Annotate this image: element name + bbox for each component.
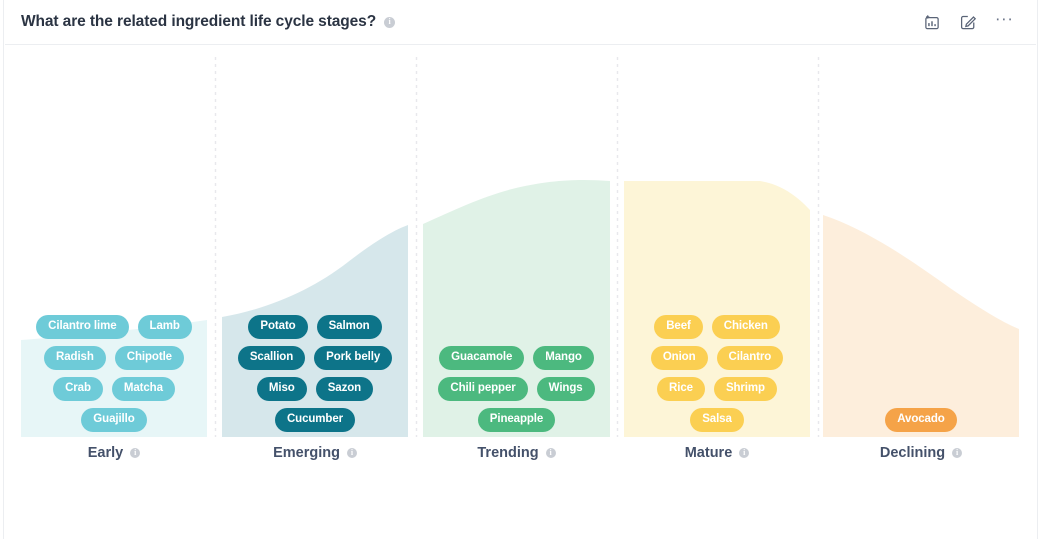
add-chart-icon[interactable]: [923, 13, 941, 31]
stage-label-mature[interactable]: Mature: [624, 445, 810, 461]
pill-crab[interactable]: Crab: [53, 377, 103, 401]
stage-column-declining: Avocado: [823, 45, 1019, 437]
pill-scallion[interactable]: Scallion: [237, 346, 306, 370]
pill-mango[interactable]: Mango: [533, 346, 594, 370]
pill-guacamole[interactable]: Guacamole: [439, 346, 525, 370]
lifecycle-area-svg: [21, 57, 1019, 438]
stage-label-declining[interactable]: Declining: [823, 445, 1019, 461]
stage-label-text: Mature: [684, 445, 733, 461]
area-declining: [823, 215, 1019, 437]
pill-salmon[interactable]: Salmon: [316, 315, 382, 339]
pill-lamb[interactable]: Lamb: [137, 315, 192, 339]
lifecycle-chart: Cilantro lime Lamb Radish Chipotle Crab …: [0, 45, 1046, 539]
pill-chicken[interactable]: Chicken: [711, 315, 780, 339]
stage-columns: Cilantro lime Lamb Radish Chipotle Crab …: [0, 45, 1046, 539]
pill-row: Onion Cilantro: [650, 346, 784, 370]
stage-column-trending: Guacamole Mango Chili pepper Wings Pinea…: [423, 45, 610, 437]
title-group: What are the related ingredient life cyc…: [21, 13, 923, 31]
pill-row: Chili pepper Wings: [438, 377, 595, 401]
pill-rice[interactable]: Rice: [657, 377, 705, 401]
pill-group-early: Cilantro lime Lamb Radish Chipotle Crab …: [36, 315, 192, 437]
stage-label-text: Emerging: [273, 445, 340, 461]
stage-column-early: Cilantro lime Lamb Radish Chipotle Crab …: [21, 45, 207, 437]
page-title: What are the related ingredient life cyc…: [21, 13, 377, 30]
stage-column-mature: Beef Chicken Onion Cilantro Rice Shrimp …: [624, 45, 810, 437]
area-trending: [423, 179, 610, 438]
page-right-edge: [1037, 0, 1046, 539]
stage-info-icon[interactable]: [130, 448, 141, 458]
pill-group-emerging: Potato Salmon Scallion Pork belly Miso S…: [237, 315, 393, 437]
pill-row: Cilantro lime Lamb: [36, 315, 192, 339]
pill-cucumber[interactable]: Cucumber: [274, 408, 356, 432]
pill-row: Guajillo: [81, 408, 147, 432]
pill-row: Miso Sazon: [256, 377, 374, 401]
pill-row: Salsa: [690, 408, 744, 432]
header-actions: ∙∙∙: [923, 8, 1014, 31]
stage-info-icon[interactable]: [739, 448, 750, 458]
stage-label-text: Trending: [477, 445, 539, 461]
pill-radish[interactable]: Radish: [44, 346, 106, 370]
stage-info-icon[interactable]: [346, 448, 357, 458]
edit-icon[interactable]: [959, 13, 977, 31]
pill-pork-belly[interactable]: Pork belly: [314, 346, 393, 370]
pill-onion[interactable]: Onion: [650, 346, 708, 370]
pill-row: Avocado: [885, 408, 957, 432]
pill-guajillo[interactable]: Guajillo: [81, 408, 147, 432]
pill-group-trending: Guacamole Mango Chili pepper Wings Pinea…: [438, 346, 595, 437]
card-header: What are the related ingredient life cyc…: [5, 0, 1036, 45]
more-options-icon[interactable]: ∙∙∙: [995, 8, 1014, 28]
stage-column-emerging: Potato Salmon Scallion Pork belly Miso S…: [222, 45, 408, 437]
pill-row: Pineapple: [477, 408, 556, 432]
pill-chili-pepper[interactable]: Chili pepper: [438, 377, 528, 401]
pill-row: Potato Salmon: [248, 315, 382, 339]
pill-potato[interactable]: Potato: [248, 315, 308, 339]
pill-group-declining: Avocado: [885, 408, 957, 437]
pill-beef[interactable]: Beef: [654, 315, 703, 339]
stage-info-icon[interactable]: [952, 448, 963, 458]
pill-row: Crab Matcha: [53, 377, 175, 401]
pill-wings[interactable]: Wings: [536, 377, 595, 401]
pill-sazon[interactable]: Sazon: [315, 377, 374, 401]
stage-dividers: [214, 57, 820, 437]
stage-label-trending[interactable]: Trending: [423, 445, 610, 461]
pill-shrimp[interactable]: Shrimp: [713, 377, 777, 401]
pill-chipotle[interactable]: Chipotle: [114, 346, 184, 370]
pill-row: Beef Chicken: [654, 315, 780, 339]
pill-salsa[interactable]: Salsa: [690, 408, 744, 432]
pill-row: Scallion Pork belly: [237, 346, 393, 370]
page-left-edge: [0, 0, 4, 539]
pill-group-mature: Beef Chicken Onion Cilantro Rice Shrimp …: [650, 315, 784, 437]
stage-label-text: Early: [87, 445, 124, 461]
title-info-icon[interactable]: [384, 16, 396, 28]
pill-pineapple[interactable]: Pineapple: [477, 408, 556, 432]
pill-miso[interactable]: Miso: [256, 377, 307, 401]
pill-matcha[interactable]: Matcha: [111, 377, 175, 401]
pill-row: Rice Shrimp: [657, 377, 777, 401]
stage-label-early[interactable]: Early: [21, 445, 207, 461]
pill-row: Radish Chipotle: [44, 346, 184, 370]
pill-cilantro-lime[interactable]: Cilantro lime: [36, 315, 129, 339]
stage-label-text: Declining: [879, 445, 946, 461]
pill-row: Guacamole Mango: [439, 346, 594, 370]
stage-label-emerging[interactable]: Emerging: [222, 445, 408, 461]
area-mature: [624, 181, 810, 437]
pill-cilantro[interactable]: Cilantro: [716, 346, 784, 370]
stage-labels: Early Emerging Trending Mature Declining: [0, 445, 1046, 475]
stage-info-icon[interactable]: [545, 448, 556, 458]
pill-row: Cucumber: [274, 408, 356, 432]
pill-avocado[interactable]: Avocado: [885, 408, 957, 432]
